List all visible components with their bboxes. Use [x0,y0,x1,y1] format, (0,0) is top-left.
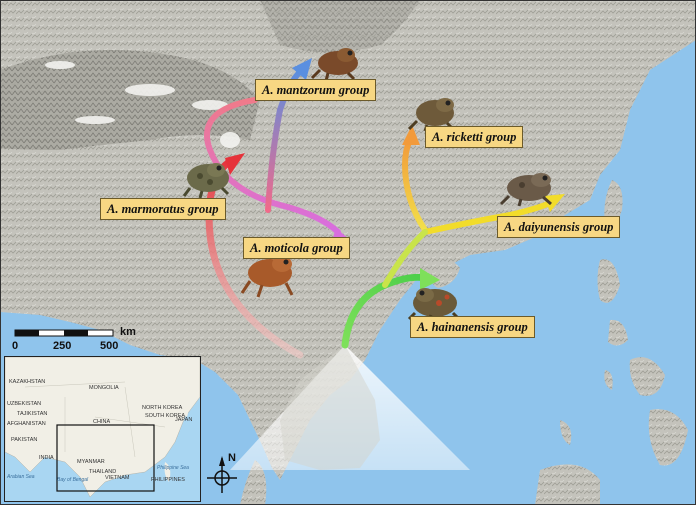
inset-label-vietnam: VIETNAM [105,475,130,481]
inset-canvas [5,357,200,498]
inset-label-kazakhstan: KAZAKHSTAN [9,379,46,385]
label-daiyunensis-group: A. daiyunensis group [497,216,621,238]
arrowhead-daiyunensis [544,194,565,212]
inset-label-pakistan: PAKISTAN [11,437,38,443]
inset-label-myanmar: MYANMAR [77,459,105,465]
north-letter: N [228,452,236,464]
frog-mantzorum [310,48,358,82]
inset-label-uzbekistan: UZBEKISTAN [7,401,42,407]
inset-label-japan: JAPAN [175,417,193,423]
arrowhead-mantzorum [292,58,312,80]
scale-tick-500: 500 [100,340,119,352]
scale-tick-0: 0 [12,340,19,352]
hainan-island [428,258,460,288]
arrow-ricketti [401,137,428,233]
taiwan-island [604,180,623,226]
inset-label-tajikistan: TAJIKISTAN [17,411,48,417]
inset-sea-arabian: Arabian Sea [7,474,35,480]
inset-sea-philippine: Philippine Sea [157,465,189,471]
mountain-range [0,50,260,150]
arrow-moticola [204,97,341,235]
inset-locator-map: KAZAKHSTAN MONGOLIA UZBEKISTAN TAJIKISTA… [4,356,201,502]
arrowhead-marmoratus [225,153,245,175]
philippines-islands [560,259,688,466]
arrowhead-hainanensis [420,268,440,290]
frog-marmoratus [182,163,230,199]
frog-daiyunensis [499,173,552,207]
arrow-daiyunensis [422,199,555,235]
inset-label-north-korea: NORTH KOREA [142,405,183,411]
inset-extent-box [56,424,155,492]
scale-bar [14,329,114,337]
label-ricketti-group: A. ricketti group [425,126,524,148]
arrowhead-ricketti [402,125,420,145]
scale-tick-250: 250 [53,340,72,352]
frog-moticola [240,256,294,298]
inset-label-thailand: THAILAND [89,469,117,475]
label-marmoratus-group: A. marmoratus group [100,198,226,220]
inset-sea-bengal: Bay of Bengal [57,477,89,483]
inset-label-afghanistan: AFGHANISTAN [7,421,46,427]
label-hainanensis-group: A. hainanensis group [410,316,535,338]
inset-label-philippines: PHILIPPINES [151,477,185,483]
label-mantzorum-group: A. mantzorum group [255,79,377,101]
inset-label-india: INDIA [39,455,54,461]
scale-unit: km [120,326,136,338]
inset-label-china: CHINA [93,419,111,425]
north-arrow-icon [207,456,237,493]
label-moticola-group: A. moticola group [243,237,350,259]
inset-label-mongolia: MONGOLIA [89,385,119,391]
inset-label-south-korea: SOUTH KOREA [145,413,186,419]
